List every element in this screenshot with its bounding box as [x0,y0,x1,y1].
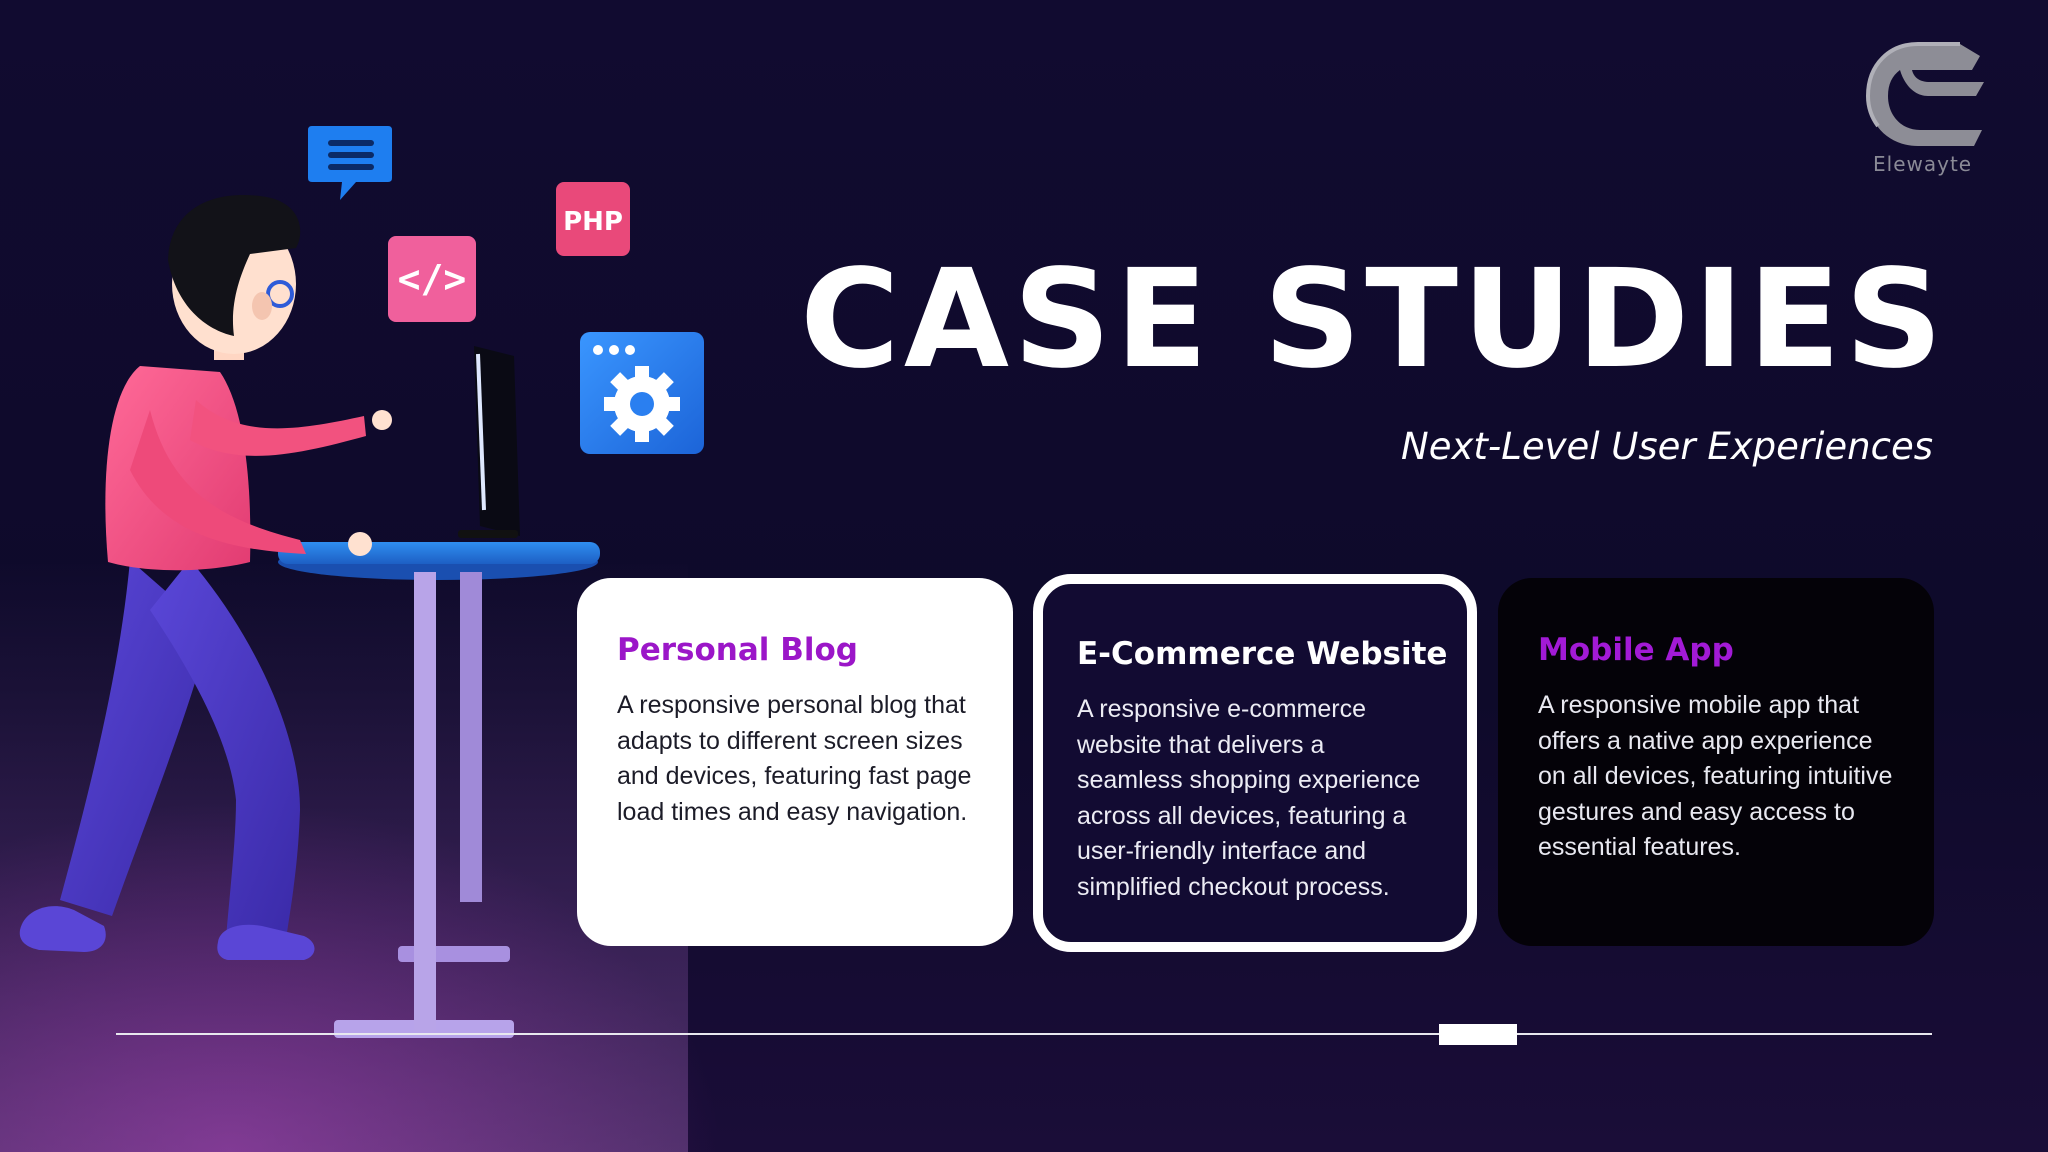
progress-track [116,1033,1932,1035]
page-title: CASE STUDIES [800,241,1947,399]
page-subtitle: Next-Level User Experiences [1401,425,1933,468]
svg-text:PHP: PHP [563,207,623,237]
settings-window-icon [580,332,704,454]
progress-marker[interactable] [1439,1024,1517,1045]
case-card-personal-blog[interactable]: Personal Blog A responsive personal blog… [577,578,1013,946]
svg-text:</>: </> [398,257,467,301]
elewayte-logo-icon [1865,42,1984,146]
brand-name: Elewayte [1873,152,1973,176]
card-title: Personal Blog [617,632,858,668]
card-description: A responsive personal blog that adapts t… [617,691,972,826]
case-card-ecommerce[interactable]: E-Commerce Website A responsive e-commer… [1033,574,1477,952]
standing-desk [278,542,600,1038]
developer-illustration: </> PHP [19,126,704,1038]
monitor [458,346,520,538]
php-badge-icon: PHP [556,182,630,256]
card-description: A responsive mobile app that offers a na… [1538,691,1893,861]
case-card-mobile-app[interactable]: Mobile App A responsive mobile app that … [1498,578,1934,946]
card-title: E-Commerce Website [1077,636,1448,672]
card-description: A responsive e-commerce website that del… [1077,695,1421,901]
developer-character [19,194,392,960]
card-title: Mobile App [1538,632,1734,668]
code-icon: </> [388,236,476,322]
chat-bubble-icon [308,126,392,200]
